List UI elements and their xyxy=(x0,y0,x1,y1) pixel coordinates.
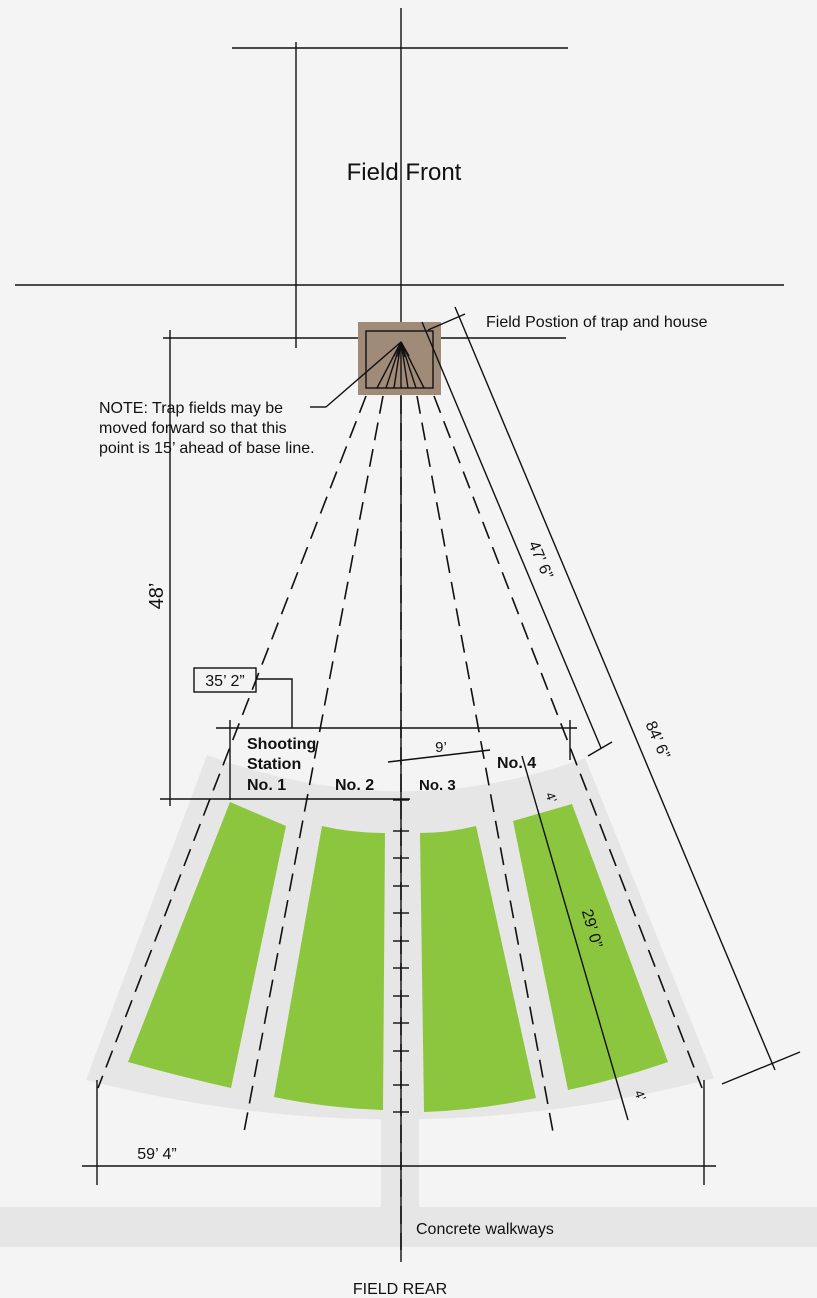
shooting-station-line-2: Station xyxy=(247,756,301,773)
trap-house xyxy=(358,322,441,395)
station-4-label: No. 4 xyxy=(497,755,536,772)
trap-position-label: Field Postion of trap and house xyxy=(486,314,708,331)
center-walkway-ticks xyxy=(393,799,409,1113)
station-1-label: No. 1 xyxy=(247,777,286,794)
dim-84-tick-bottom xyxy=(721,1051,801,1085)
station-2-label: No. 2 xyxy=(335,777,374,794)
dim-84-label: 84’ 6” xyxy=(642,719,673,762)
note-line-2: moved forward so that this xyxy=(99,420,287,437)
dim-48-label: 48’ xyxy=(146,583,168,610)
concrete-walkway-horizontal xyxy=(0,1207,817,1247)
dim-84-tick-top xyxy=(427,313,466,331)
dim-4-bottom-label: 4’ xyxy=(631,1088,649,1103)
dim-35-leader xyxy=(256,678,293,728)
shooting-lanes xyxy=(97,395,703,1250)
concrete-walkways-label: Concrete walkways xyxy=(416,1221,554,1238)
note-line-1: NOTE: Trap fields may be xyxy=(99,400,283,417)
trap-house-inner-box xyxy=(365,330,434,389)
dim-35-label: 35’ 2” xyxy=(205,673,244,690)
dim-4-top-label: 4’ xyxy=(542,790,560,805)
trap-throw-fan xyxy=(376,341,425,389)
dim-84-line xyxy=(454,306,776,1071)
grass-area-4 xyxy=(513,804,668,1090)
grass-area-1 xyxy=(128,802,286,1088)
dim-47-label: 47’ 6” xyxy=(525,539,556,582)
field-rear-label: FIELD REAR xyxy=(353,1281,447,1298)
note-leader-angle xyxy=(325,341,402,408)
dim-47-tick xyxy=(587,741,613,757)
dim-59-label: 59’ 4” xyxy=(137,1146,176,1163)
field-front-label: Field Front xyxy=(347,159,462,186)
note-line-3: point is 15’ ahead of base line. xyxy=(99,440,315,457)
shooting-station-line-1: Shooting xyxy=(247,736,316,753)
dim-29-line xyxy=(521,755,629,1121)
dim-35-box xyxy=(193,667,257,693)
dim-9-label: 9’ xyxy=(435,739,447,756)
grass-area-2 xyxy=(274,826,385,1110)
dim-47-line xyxy=(421,321,602,749)
dim-9-line xyxy=(387,749,491,763)
station-3-label: No. 3 xyxy=(419,777,456,794)
grass-area-3 xyxy=(420,826,536,1112)
